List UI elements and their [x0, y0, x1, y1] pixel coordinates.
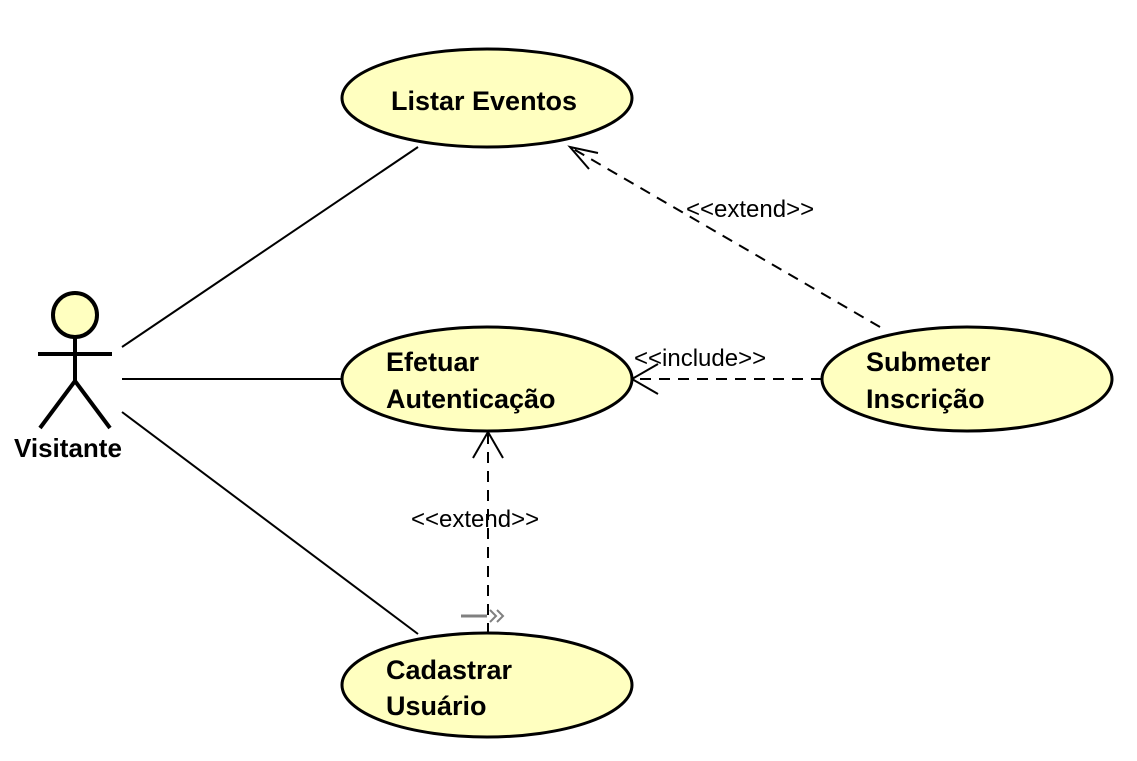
label-extend-listar: <<extend>>: [686, 196, 814, 223]
label-include-efetuar: <<include>>: [634, 345, 766, 372]
usecase-cadastrar-usuario-label-line1: Cadastrar: [386, 655, 513, 685]
usecase-efetuar-autenticacao-label-line2: Autenticação: [386, 384, 556, 414]
extend-submeter-listar-line[interactable]: [569, 146, 881, 328]
actor-visitante[interactable]: Visitante: [14, 291, 122, 463]
stick-figure-icon: [38, 291, 112, 430]
dependencies: [472, 145, 881, 634]
usecase-submeter-inscricao-label-line1: Submeter: [866, 347, 991, 377]
actor-visitante-label: Visitante: [14, 433, 122, 463]
usecase-listar-eventos[interactable]: Listar Eventos: [340, 47, 634, 149]
usecase-submeter-inscricao-label-line2: Inscrição: [866, 384, 985, 414]
usecase-efetuar-autenticacao[interactable]: Efetuar Autenticação: [340, 325, 634, 433]
usecase-cadastrar-usuario[interactable]: Cadastrar Usuário: [340, 631, 634, 739]
association-visitante-cadastrar-usuario[interactable]: [121, 411, 419, 635]
usecase-cadastrar-usuario-label-line2: Usuário: [386, 691, 487, 721]
usecase-efetuar-autenticacao-label-line1: Efetuar: [386, 347, 480, 377]
association-visitante-listar-eventos[interactable]: [121, 146, 419, 348]
associations: [121, 146, 419, 635]
extend-submeter-listar-arrowhead: [567, 145, 599, 170]
connector-marker-icon: [461, 609, 505, 623]
usecase-submeter-inscricao[interactable]: Submeter Inscrição: [820, 325, 1114, 433]
label-extend-cadastrar: <<extend>>: [411, 506, 539, 533]
usecase-listar-eventos-label: Listar Eventos: [391, 86, 577, 116]
